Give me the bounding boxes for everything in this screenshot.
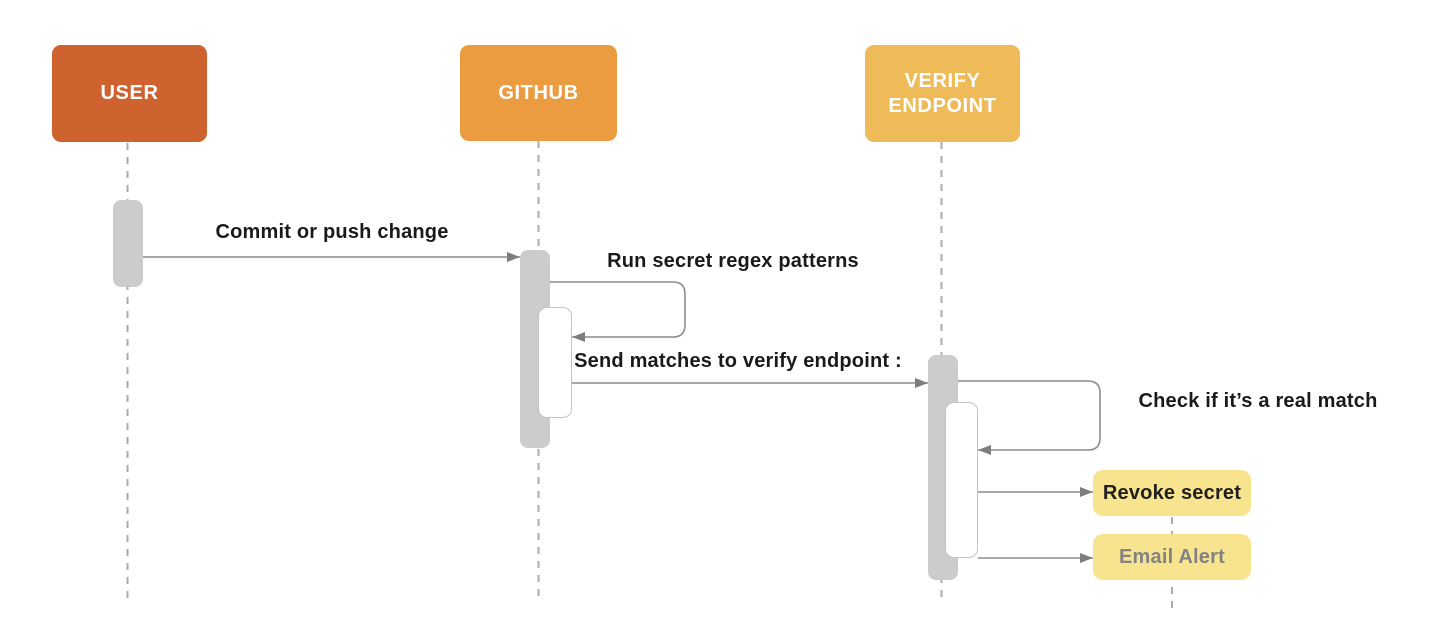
actor-box-github: GITHUB bbox=[460, 45, 617, 141]
actor-box-verify-endpoint: VERIFY ENDPOINT bbox=[865, 45, 1020, 142]
activation-github-inner bbox=[538, 307, 572, 418]
actor-label-github: GITHUB bbox=[498, 81, 579, 104]
message-label-check-match: Check if it’s a real match bbox=[1138, 390, 1378, 412]
message-label-send-matches: Send matches to verify endpoint : bbox=[574, 350, 902, 372]
note-revoke-secret: Revoke secret bbox=[1093, 470, 1251, 516]
note-email-alert-label: Email Alert bbox=[1119, 545, 1225, 568]
activation-verify-inner bbox=[945, 402, 978, 558]
actor-box-user: USER bbox=[52, 45, 207, 142]
actor-label-verify-endpoint: VERIFY ENDPOINT bbox=[888, 69, 997, 117]
note-email-alert: Email Alert bbox=[1093, 534, 1251, 580]
message-label-commit-or-push: Commit or push change bbox=[215, 221, 449, 243]
message-label-run-regex: Run secret regex patterns bbox=[607, 250, 859, 272]
arrow-run-regex-self-loop bbox=[550, 281, 686, 342]
actor-label-user: USER bbox=[100, 82, 159, 104]
activation-user bbox=[113, 200, 143, 287]
note-revoke-secret-label: Revoke secret bbox=[1102, 481, 1242, 504]
arrow-check-match-self-loop bbox=[958, 380, 1101, 455]
